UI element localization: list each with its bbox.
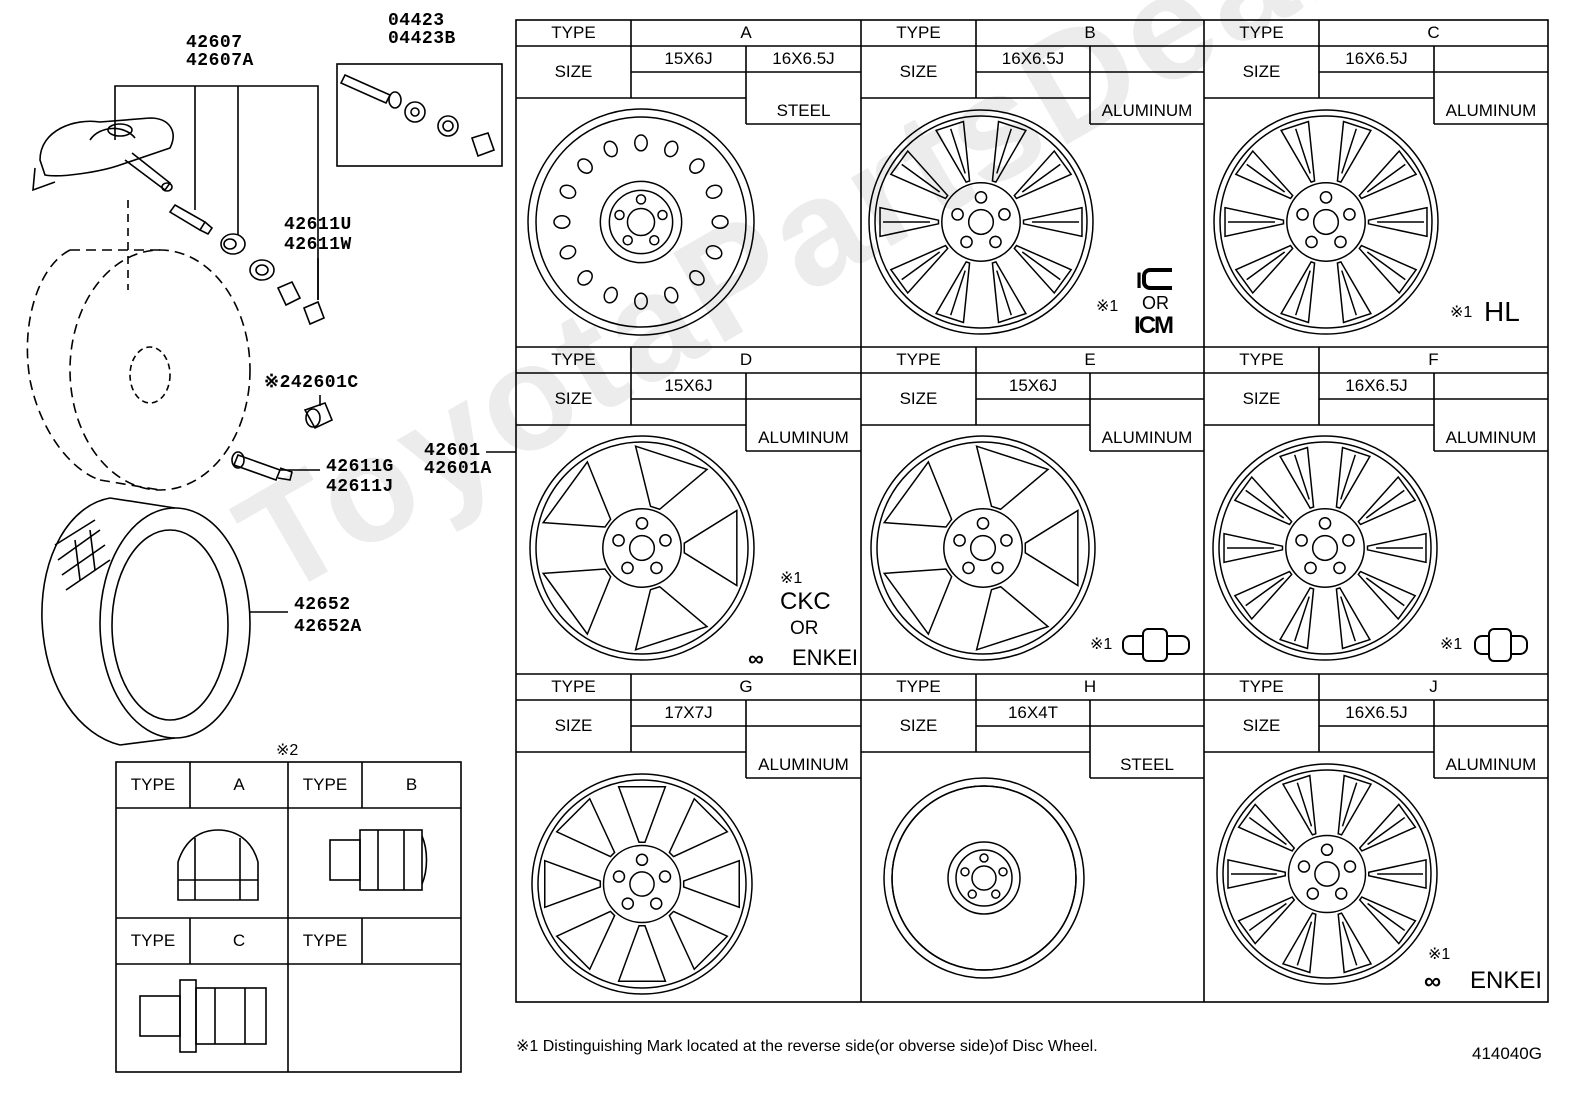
wheel-h-type-value: H (1083, 677, 1097, 696)
wheel-f-type-value: F (1428, 350, 1439, 369)
wheel-c-mark-hl: HL (1484, 296, 1520, 327)
wheel-e-valve-logo-icon (1122, 628, 1190, 662)
wheel-j-size-label: SIZE (1242, 716, 1281, 735)
wheel-j-type-label: TYPE (1239, 677, 1284, 696)
wheel-a-size-label: SIZE (554, 62, 593, 81)
wheel-a-type-value: A (740, 23, 752, 42)
part-number-04423[interactable]: 04423 (388, 11, 445, 31)
part-number-42611j[interactable]: 42611J (326, 477, 394, 497)
wheel-e-type-label: TYPE (896, 350, 941, 369)
wheel-g-material: ALUMINUM (758, 755, 849, 774)
part-number-42607a[interactable]: 42607A (186, 51, 254, 71)
wheel-a-material: STEEL (776, 101, 831, 120)
wheel-b-material: ALUMINUM (1101, 101, 1193, 120)
wheel-c-material: ALUMINUM (1445, 101, 1537, 120)
wheel-b-logo-c-icon (1142, 268, 1173, 290)
wheel-j-material: ALUMINUM (1445, 755, 1537, 774)
wheel-d-size-label: SIZE (554, 389, 593, 408)
nut-type-b-label: TYPE (302, 775, 348, 794)
wheel-c-mark-note: ※1 (1450, 304, 1473, 321)
wheel-g-size-1: 17X7J (664, 703, 713, 722)
wheel-c-size-1: 16X6.5J (1345, 49, 1408, 68)
wheel-d-type-label: TYPE (551, 350, 596, 369)
wheel-e-size-label: SIZE (899, 389, 938, 408)
nut-type-b-value: B (405, 775, 418, 794)
wheel-d-enkei-logo-icon: ∞ (748, 646, 764, 671)
nut-type-d-label: TYPE (302, 931, 348, 950)
wheel-f-material: ALUMINUM (1445, 428, 1537, 447)
wheel-f-type-label: TYPE (1239, 350, 1284, 369)
part-number-42611g[interactable]: 42611G (326, 457, 394, 477)
wheel-d-mark-or: OR (790, 618, 819, 639)
nut-type-d-value (362, 918, 461, 964)
nut-type-c-label: TYPE (130, 931, 176, 950)
wheel-f-valve-logo-icon (1474, 628, 1528, 662)
nut-table-note: ※2 (276, 742, 299, 759)
wheel-h-material: STEEL (1120, 755, 1174, 774)
part-number-42611w[interactable]: 42611W (284, 235, 352, 255)
wheel-b-logo-icm-icon: ICM (1134, 312, 1174, 339)
wheel-d-size-1: 15X6J (664, 376, 713, 395)
watermark: ToyotaPartsDeal (211, 0, 1363, 628)
wheel-f-size-1: 16X6.5J (1345, 376, 1408, 395)
wheel-d-mark-ckc: CKC (780, 588, 831, 615)
wheel-j-type-value: J (1429, 677, 1438, 696)
nut-type-c-value: C (232, 931, 246, 950)
wheel-j-mark-note: ※1 (1428, 946, 1451, 963)
wheel-f-size-label: SIZE (1242, 389, 1281, 408)
wheel-j-enkei-logo-icon: ∞ (1424, 968, 1442, 995)
wheel-j-size-1: 16X6.5J (1345, 703, 1408, 722)
wheel-a-size-2: 16X6.5J (772, 49, 835, 68)
wheel-b-type-label: TYPE (896, 23, 941, 42)
wheel-e-material: ALUMINUM (1101, 428, 1193, 447)
wheel-b-size-1: 16X6.5J (1001, 49, 1065, 68)
wheel-a-type-label: TYPE (551, 23, 596, 42)
part-number-42611u[interactable]: 42611U (284, 215, 352, 235)
wheel-c-type-label: TYPE (1239, 23, 1284, 42)
nut-type-a-label: TYPE (130, 775, 176, 794)
wheel-g-size-label: SIZE (554, 716, 593, 735)
part-number-42607[interactable]: 42607 (186, 33, 243, 53)
wheel-f-mark-note: ※1 (1440, 636, 1463, 653)
diagram-id: 414040G (1472, 1044, 1542, 1063)
wheel-h-size-label: SIZE (899, 716, 938, 735)
part-number-42652a[interactable]: 42652A (294, 617, 362, 637)
wheel-c-size-label: SIZE (1242, 62, 1281, 81)
wheel-b-mark-note: ※1 (1096, 298, 1119, 315)
wheel-d-mark-note: ※1 (780, 570, 803, 587)
wheel-d-mark-enkei: ENKEI (792, 645, 859, 670)
wheel-b-logo-top: I (1136, 268, 1173, 294)
wheel-b-or-text: OR (1142, 293, 1169, 313)
part-number-42601a[interactable]: 42601A (424, 459, 492, 479)
wheel-b-type-value: B (1084, 23, 1096, 42)
wheel-e-mark-note: ※1 (1090, 636, 1113, 653)
wheel-d-material: ALUMINUM (758, 428, 849, 447)
wheel-c-type-value: C (1427, 23, 1440, 42)
wheel-e-size-1: 15X6J (1008, 376, 1058, 395)
nut-type-a-value: A (233, 775, 245, 794)
part-number-42601[interactable]: 42601 (424, 441, 481, 461)
wheel-g-type-value: G (739, 677, 753, 696)
wheel-a-size-1: 15X6J (664, 49, 713, 68)
wheel-b-size-label: SIZE (899, 62, 938, 81)
wheel-h-type-label: TYPE (896, 677, 941, 696)
footnote: ※1 Distinguishing Mark located at the re… (516, 1038, 1098, 1055)
wheel-d-type-value: D (739, 350, 753, 369)
part-number-42601c[interactable]: ※242601C (264, 373, 359, 393)
wheel-j-mark-enkei: ENKEI (1470, 967, 1543, 994)
wheel-g-type-label: TYPE (551, 677, 596, 696)
part-number-04423b[interactable]: 04423B (388, 29, 456, 49)
part-number-42652[interactable]: 42652 (294, 595, 351, 615)
wheel-h-size-1: 16X4T (1007, 703, 1059, 722)
wheel-e-type-value: E (1084, 350, 1096, 369)
